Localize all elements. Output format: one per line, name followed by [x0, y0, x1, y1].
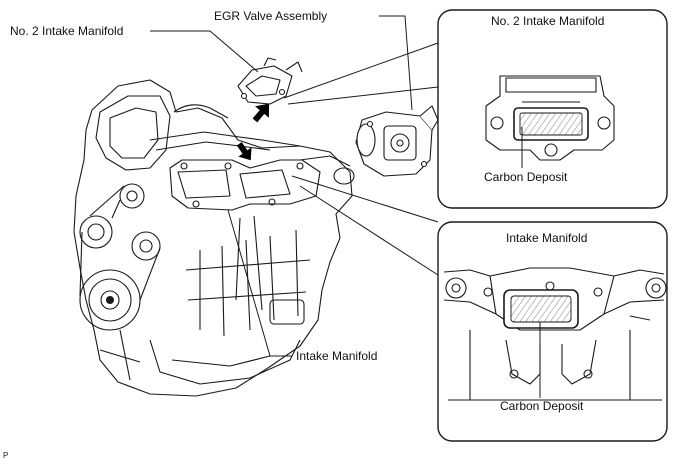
inset-bottom-callout-label: Carbon Deposit	[500, 399, 584, 413]
inset-bottom-manifold-drawing	[443, 267, 667, 401]
leader-lines	[150, 15, 439, 357]
egr-valve-assembly-part	[355, 105, 439, 177]
inset-intake-manifold-frame	[437, 221, 668, 442]
label-no2-intake-manifold: No. 2 Intake Manifold	[10, 24, 124, 38]
black-arrow-icon	[236, 142, 252, 161]
inset-top-manifold-drawing	[485, 75, 615, 161]
figure-code: P	[3, 451, 9, 460]
no2-intake-manifold-part	[237, 57, 303, 105]
black-arrow-icon	[252, 103, 270, 123]
label-intake-manifold: Intake Manifold	[296, 349, 378, 363]
inset-top-title: No. 2 Intake Manifold	[491, 14, 605, 28]
label-egr-valve-assembly: EGR Valve Assembly	[214, 9, 328, 23]
engine-block	[73, 79, 355, 397]
inset-bottom-title: Intake Manifold	[506, 231, 588, 245]
inset-top-callout-label: Carbon Deposit	[484, 170, 568, 184]
